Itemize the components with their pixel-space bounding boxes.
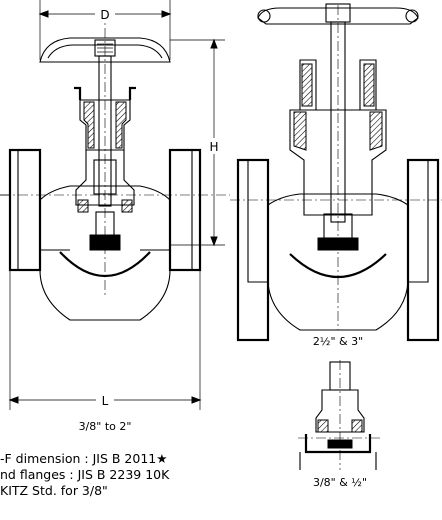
large-view-caption: 2½" & 3" [313, 335, 363, 348]
large-valve-view [230, 3, 442, 342]
large-right-flange [406, 158, 440, 342]
dimension-L: L [8, 270, 202, 410]
main-handwheel [39, 37, 171, 63]
main-valve-view [0, 10, 230, 321]
note-kitz-std: KITZ Std. for 3/8" [0, 483, 108, 498]
main-stem [98, 55, 112, 207]
dimension-D-label: D [100, 8, 109, 22]
note-end-flanges: nd flanges : JIS B 2239 10K [0, 467, 170, 482]
dimension-H: H [170, 38, 225, 247]
main-view-caption: 3/8" to 2" [79, 420, 132, 433]
large-left-flange [236, 158, 270, 342]
small-body [304, 434, 372, 454]
large-seat [289, 253, 387, 278]
main-left-flange [8, 148, 42, 272]
main-right-flange [168, 148, 202, 272]
small-disc [327, 439, 353, 449]
large-disc [317, 237, 359, 251]
main-disc [89, 234, 121, 251]
dimension-D: D [38, 0, 172, 60]
dimension-H-label: H [209, 140, 218, 154]
small-detail-view [298, 360, 382, 470]
large-stem [330, 21, 346, 223]
large-bonnet [289, 109, 387, 216]
dimension-L-label: L [102, 394, 109, 408]
small-view-caption: 3/8" & ½" [313, 476, 367, 489]
note-face-to-face: -F dimension : JIS B 2011★ [0, 451, 168, 466]
main-seat [59, 251, 151, 277]
small-bonnet [315, 389, 365, 433]
main-bonnet [75, 150, 135, 206]
